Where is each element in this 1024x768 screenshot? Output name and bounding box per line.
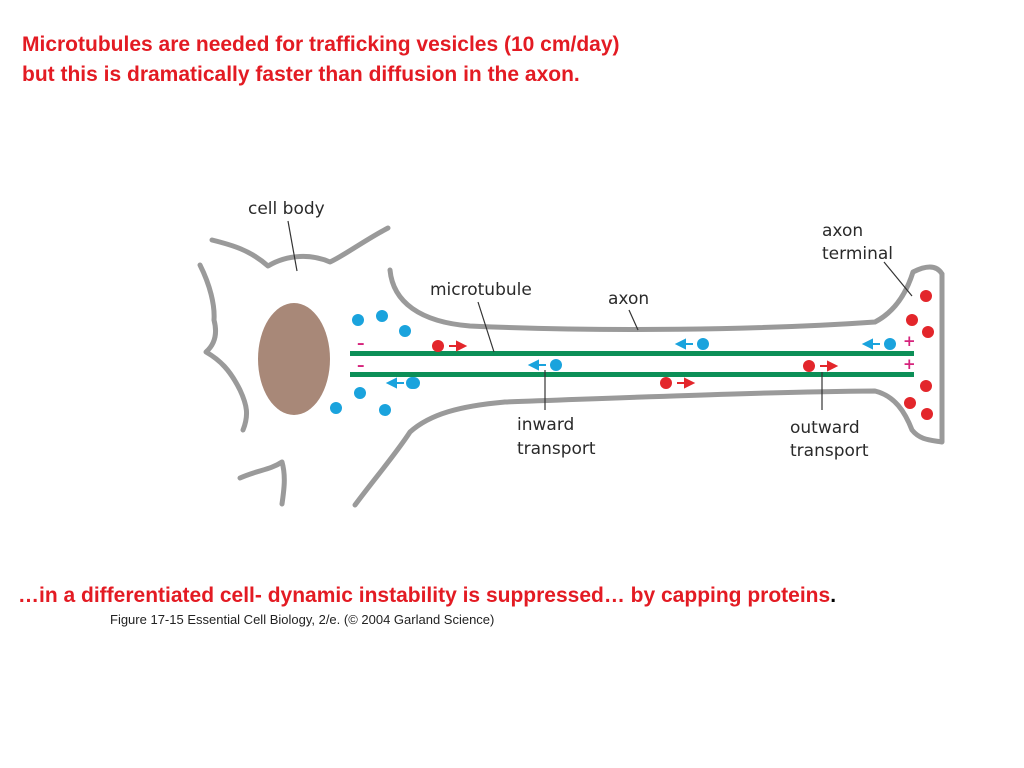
- blue-vesicle: [376, 310, 388, 322]
- left-arrow-icon: [861, 338, 880, 350]
- blue-vesicle: [399, 325, 411, 337]
- axon-label: axon: [608, 289, 649, 309]
- blue-vesicle: [408, 377, 420, 389]
- red-vesicle: [432, 340, 444, 352]
- blue-vesicle: [550, 359, 562, 371]
- outward-moving-vesicles: [432, 340, 839, 389]
- right-arrow-icon: [677, 377, 696, 389]
- blue-vesicle: [354, 387, 366, 399]
- red-vesicle: [920, 290, 932, 302]
- blue-vesicle: [697, 338, 709, 350]
- red-vesicle: [920, 380, 932, 392]
- blue-vesicle: [330, 402, 342, 414]
- red-vesicle: [904, 397, 916, 409]
- cell-body-left-membrane: [197, 262, 250, 433]
- axon-terminal-label-line-1: axon: [822, 221, 863, 241]
- red-vesicle: [660, 377, 672, 389]
- left-arrow-icon: [527, 359, 546, 371]
- inward-moving-vesicles: [385, 338, 896, 389]
- plus-end-sign-upper: +: [903, 332, 916, 350]
- inward-transport-label-line-1: inward: [517, 415, 574, 435]
- figure-credit: Figure 17-15 Essential Cell Biology, 2/e…: [110, 612, 495, 627]
- blue-vesicle: [884, 338, 896, 350]
- red-vesicle: [921, 408, 933, 420]
- cell-body-blue-vesicles: [330, 310, 418, 416]
- axon-terminal-label-line-2: terminal: [822, 244, 893, 264]
- blue-vesicle: [379, 404, 391, 416]
- microtubule-lower: [350, 372, 914, 377]
- left-arrow-icon: [674, 338, 693, 350]
- terminal-red-vesicles: [904, 290, 934, 420]
- microtubule-leader: [477, 301, 495, 353]
- label-leader-lines: [287, 220, 913, 410]
- slide-title-line-2: but this is dramatically faster than dif…: [22, 63, 580, 86]
- axon-upper-membrane: [387, 264, 945, 332]
- cell-body-label: cell body: [248, 199, 325, 219]
- right-arrow-icon: [820, 360, 839, 372]
- nucleus: [258, 303, 330, 415]
- axon-terminal-leader: [883, 261, 913, 297]
- microtubule-label: microtubule: [430, 280, 532, 300]
- microtubule-upper: [350, 351, 914, 356]
- cell-body-lower-membrane: [237, 459, 287, 507]
- minus-end-sign-lower: –: [357, 356, 365, 374]
- plus-end-sign-lower: +: [903, 355, 916, 373]
- minus-end-sign-upper: –: [357, 334, 365, 352]
- differentiated-cell-note-period: .: [830, 584, 837, 607]
- differentiated-cell-note: …in a differentiated cell- dynamic insta…: [18, 584, 836, 608]
- left-arrow-icon: [385, 377, 404, 389]
- differentiated-cell-note-text: …in a differentiated cell- dynamic insta…: [18, 584, 831, 607]
- red-vesicle: [922, 326, 934, 338]
- red-vesicle: [803, 360, 815, 372]
- cell-body-upper-membrane: [209, 225, 391, 269]
- slide-title-line-1: Microtubules are needed for trafficking …: [22, 33, 620, 56]
- cell-membrane: [197, 225, 945, 508]
- inward-transport-label-line-2: transport: [517, 439, 596, 459]
- blue-vesicle: [352, 314, 364, 326]
- right-arrow-icon: [449, 340, 468, 352]
- cell-body-leader: [287, 220, 298, 272]
- slide-title: Microtubules are needed for trafficking …: [22, 30, 620, 90]
- outward-transport-label-line-2: transport: [790, 441, 869, 461]
- outward-transport-label-line-1: outward: [790, 418, 860, 438]
- axon-leader: [628, 309, 639, 331]
- axon-lower-membrane: [502, 271, 945, 445]
- cell-body-bottom-membrane: [352, 399, 508, 508]
- red-vesicle: [906, 314, 918, 326]
